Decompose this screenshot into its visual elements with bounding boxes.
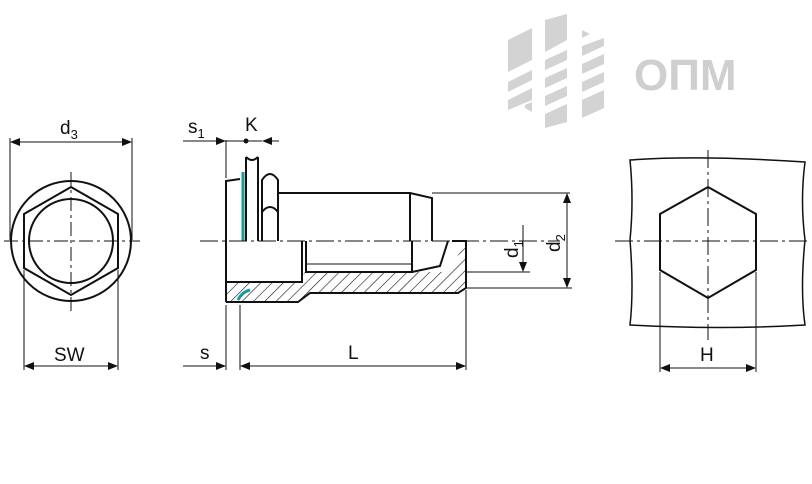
side-section-view bbox=[183, 137, 572, 370]
label-d2: d2 bbox=[544, 234, 568, 252]
label-h: H bbox=[700, 345, 714, 366]
logo-text: ОПМ bbox=[634, 51, 737, 100]
label-s1: s1 bbox=[188, 117, 205, 141]
opm-logo: ОПМ bbox=[508, 14, 737, 128]
label-k: K bbox=[245, 115, 258, 136]
label-s: s bbox=[200, 343, 210, 364]
label-sw: SW bbox=[54, 345, 85, 366]
label-d3: d3 bbox=[60, 118, 78, 142]
front-view-hex-flange bbox=[4, 138, 140, 370]
label-l: L bbox=[348, 343, 359, 364]
label-d1: d1 bbox=[502, 240, 526, 258]
logo-mark-icon bbox=[508, 14, 604, 128]
hex-hole-view bbox=[615, 150, 810, 372]
